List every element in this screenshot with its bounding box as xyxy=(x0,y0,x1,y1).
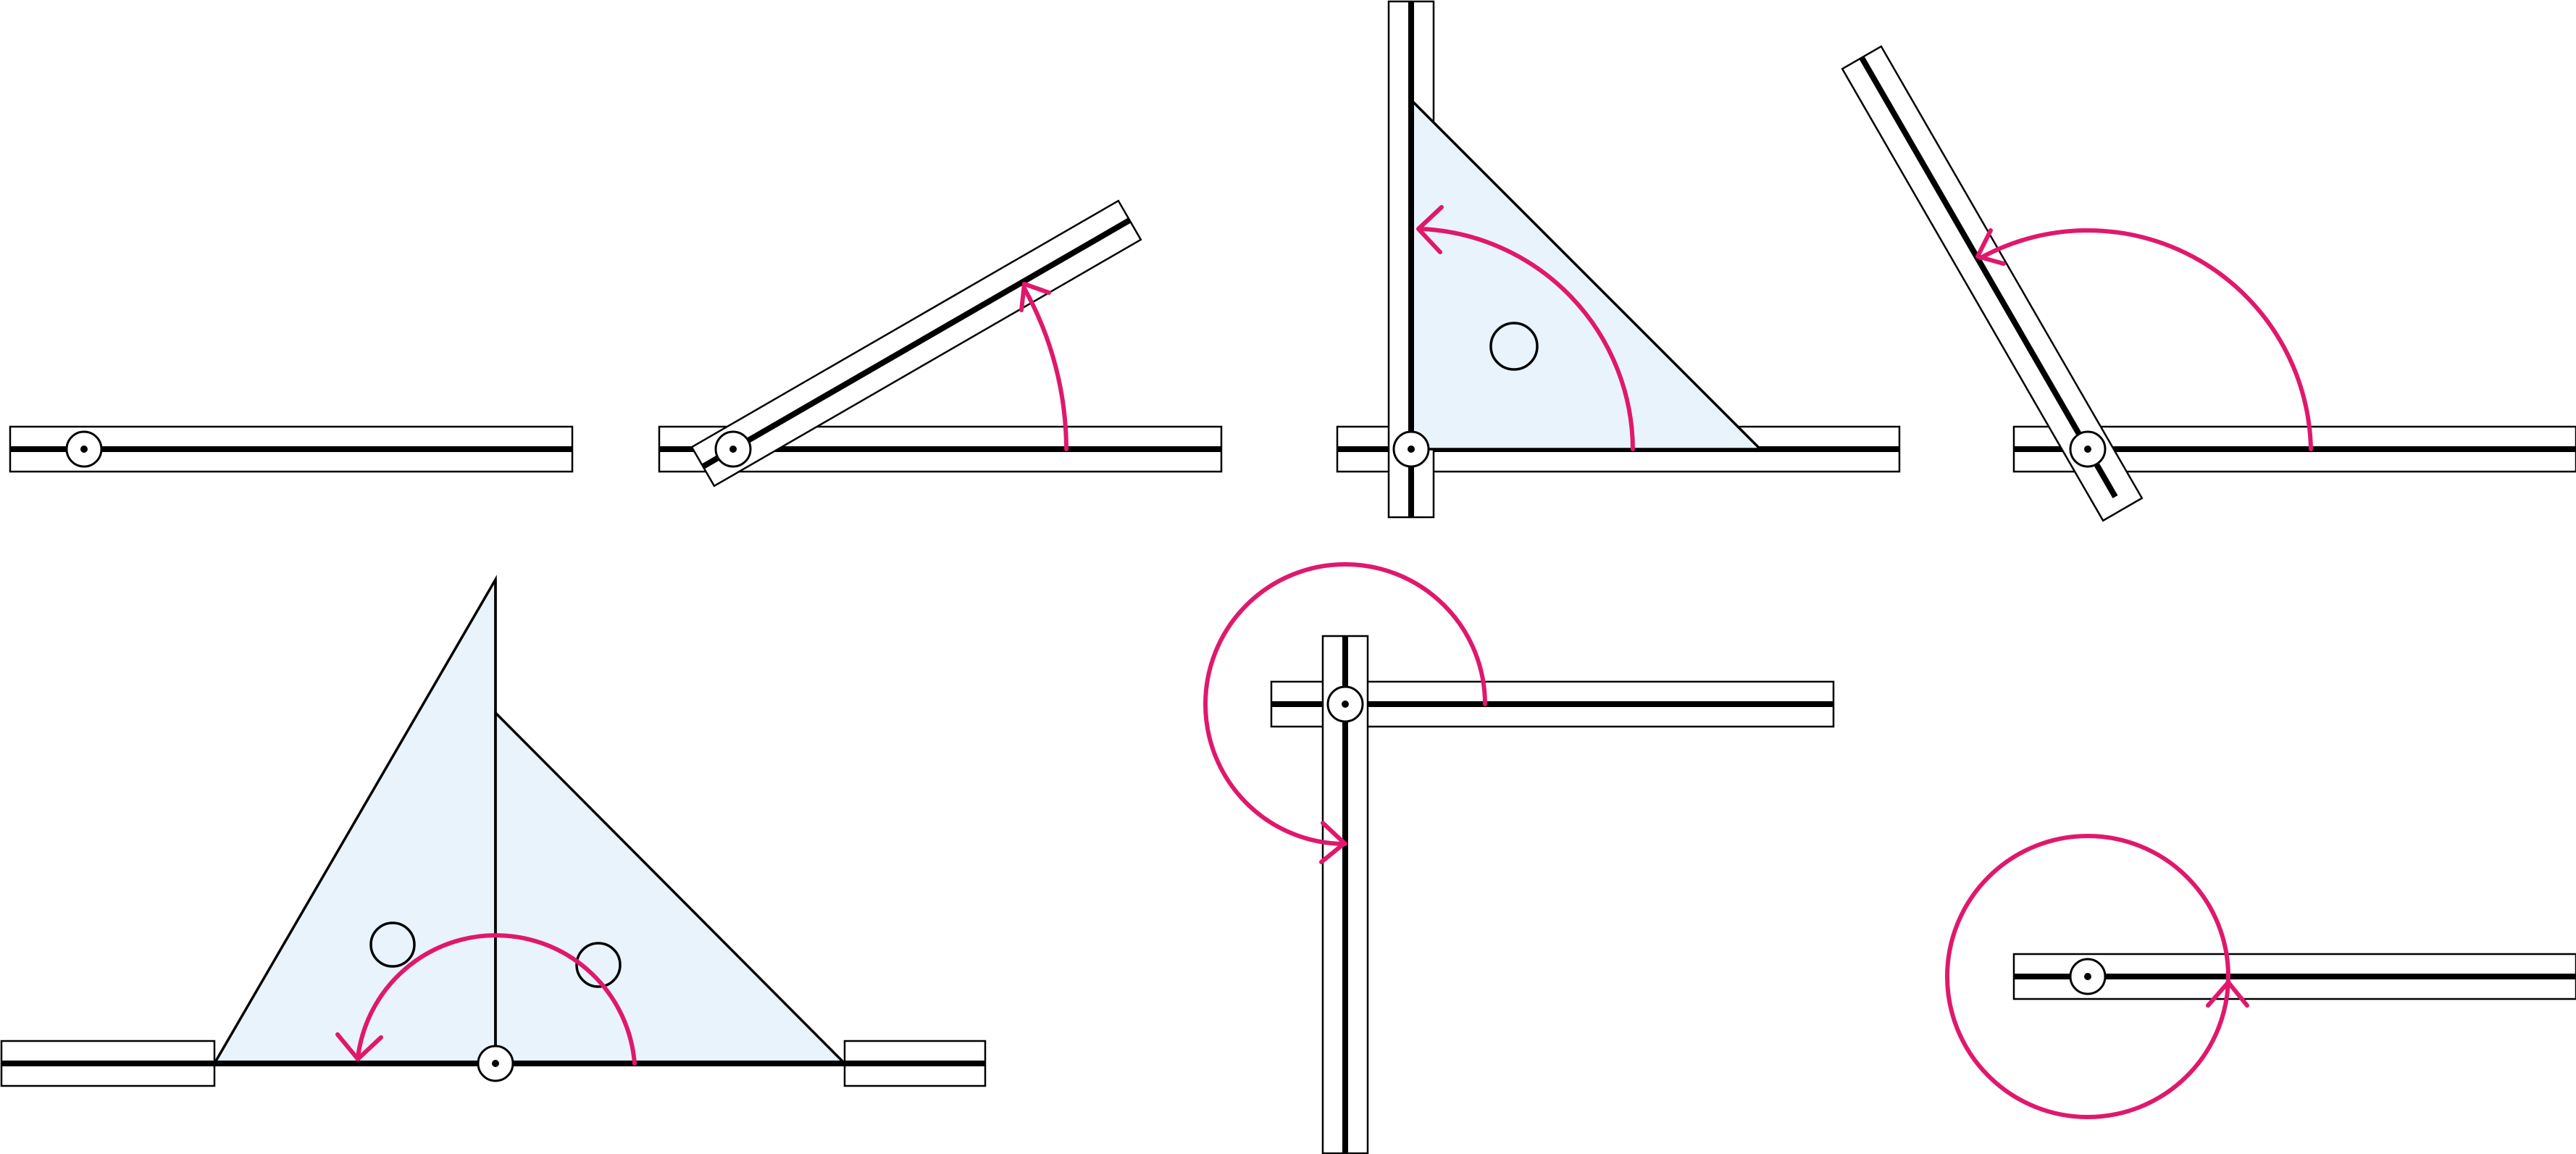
set-square-45 xyxy=(1410,96,1764,451)
angle-arc xyxy=(1416,205,1635,451)
acute-angle-panel xyxy=(658,199,1223,488)
pivot-icon xyxy=(65,430,103,468)
straight-angle-panel xyxy=(0,574,987,1087)
right-angle-panel xyxy=(1336,0,1901,519)
full-angle-panel xyxy=(1945,834,2576,1119)
pivot-icon xyxy=(1326,685,1364,723)
rotating-strip xyxy=(690,199,1142,488)
obtuse-angle-panel xyxy=(1841,45,2576,522)
set-square-45 xyxy=(494,709,848,1065)
protractor-hole xyxy=(369,921,416,968)
angle-arc xyxy=(1019,282,1069,451)
reflex-angle-panel xyxy=(1203,562,1835,1154)
protractor-hole xyxy=(575,942,622,988)
angle-arc xyxy=(1203,562,1487,864)
angle-arc xyxy=(335,933,637,1066)
zero-angle-panel xyxy=(9,425,574,473)
protractor-hole xyxy=(1489,322,1539,371)
pivot-icon xyxy=(477,1045,514,1082)
set-square-30-60 xyxy=(212,574,497,1065)
angle-arc xyxy=(1975,228,2313,451)
rotating-strip xyxy=(1841,45,2144,522)
angle-arc xyxy=(1945,834,2249,1119)
pivot-icon xyxy=(2069,430,2107,468)
pivot-icon xyxy=(2069,958,2107,995)
pivot-icon xyxy=(714,430,752,468)
